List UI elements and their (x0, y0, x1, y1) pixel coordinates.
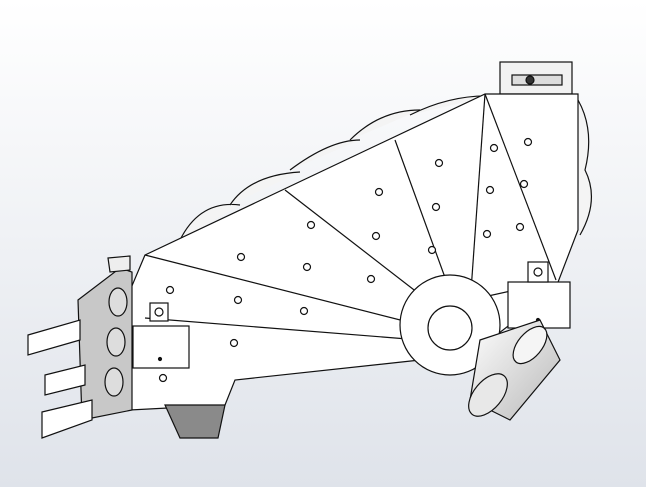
back-ribs (179, 95, 593, 241)
hub (399, 274, 501, 376)
top-fitting (499, 61, 573, 95)
bolt-holes (158, 137, 533, 383)
left-motor (132, 302, 190, 369)
model (27, 61, 593, 439)
drive-motor (468, 319, 561, 421)
left-flange (27, 255, 133, 439)
bottom-hopper (164, 404, 226, 439)
